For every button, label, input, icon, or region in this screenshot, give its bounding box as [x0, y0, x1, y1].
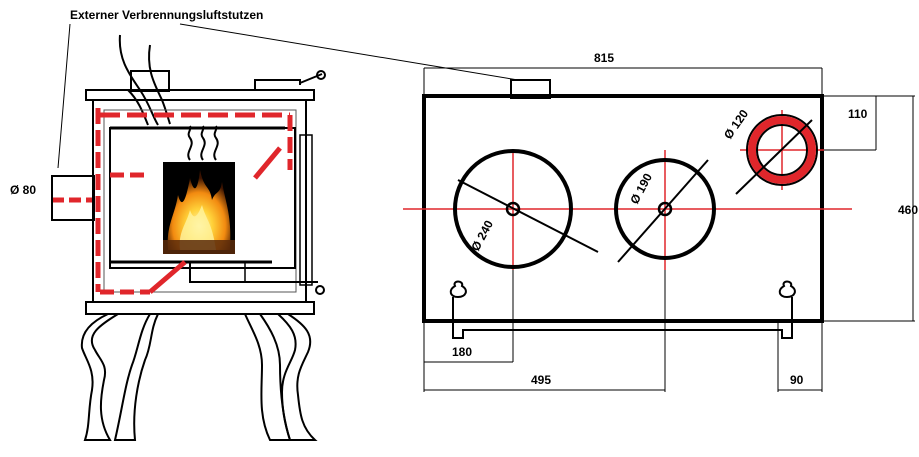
- flame-core: [179, 205, 216, 250]
- lid-lifter-handle: [254, 73, 323, 90]
- leg-back-left: [113, 313, 160, 441]
- air-hose-3: [127, 89, 149, 126]
- large-hotplate: [453, 149, 573, 269]
- flue-outer: [746, 114, 818, 186]
- large-hotplate-center: [505, 201, 521, 217]
- door-side: [299, 134, 313, 286]
- heat-wave-2: [200, 125, 206, 161]
- leg-front-left: [80, 313, 122, 441]
- medium-hotplate-diameter-line: [617, 159, 709, 263]
- external-air-inlet-caption: Externer Verbrennungsluftstutzen: [70, 8, 263, 22]
- dim-width-label: 815: [594, 51, 614, 65]
- airflow-primary: [148, 260, 187, 294]
- caption-group: Externer Verbrennungsluftstutzen: [57, 8, 519, 169]
- heat-wave-3: [213, 125, 219, 161]
- caption-leader-left: [57, 23, 71, 169]
- flue-label: Ø 120: [721, 107, 751, 142]
- flue-inner: [756, 124, 808, 176]
- stove-top-view: 815 460 110 Ø 240 Ø 190: [403, 51, 918, 392]
- cooktop-plate: [85, 89, 315, 101]
- ash-rod: [189, 262, 318, 283]
- caption-leader-right: [179, 23, 519, 81]
- dim-right-offset-label: 90: [790, 373, 804, 387]
- dim-depth-label: 460: [898, 203, 918, 217]
- airflow-airwash: [253, 146, 282, 180]
- base-plinth: [85, 301, 315, 315]
- inlet-diameter-label: Ø 80: [10, 183, 36, 197]
- right-handle-knob: [778, 280, 796, 299]
- front-rail-outer: [452, 297, 793, 339]
- stove-side-view: Ø 80: [10, 34, 326, 441]
- air-inlet-pipe: [51, 175, 95, 221]
- flue-ring: [748, 116, 816, 184]
- left-handle-knob: [449, 280, 467, 299]
- large-hotplate-diameter-line: [457, 179, 599, 253]
- flue-collar: [130, 70, 170, 92]
- medium-hotplate-center: [657, 201, 673, 217]
- medium-hotplate: [614, 158, 716, 260]
- flue-diameter-line: [735, 119, 813, 195]
- dim-rear-offset-label: 110: [848, 107, 868, 121]
- embers: [163, 240, 235, 254]
- fire-illustration: [163, 162, 235, 254]
- heat-wave-1: [187, 125, 193, 161]
- large-hotplate-label: Ø 240: [468, 218, 496, 254]
- dim-left-offset-label: 180: [452, 345, 472, 359]
- air-hose-1: [118, 34, 159, 126]
- handle-knob: [316, 70, 326, 80]
- door-handle-knob: [315, 285, 325, 295]
- dim-middle-offset-label: 495: [531, 373, 551, 387]
- leg-front-right: [275, 313, 318, 441]
- airflow-path: [52, 108, 293, 295]
